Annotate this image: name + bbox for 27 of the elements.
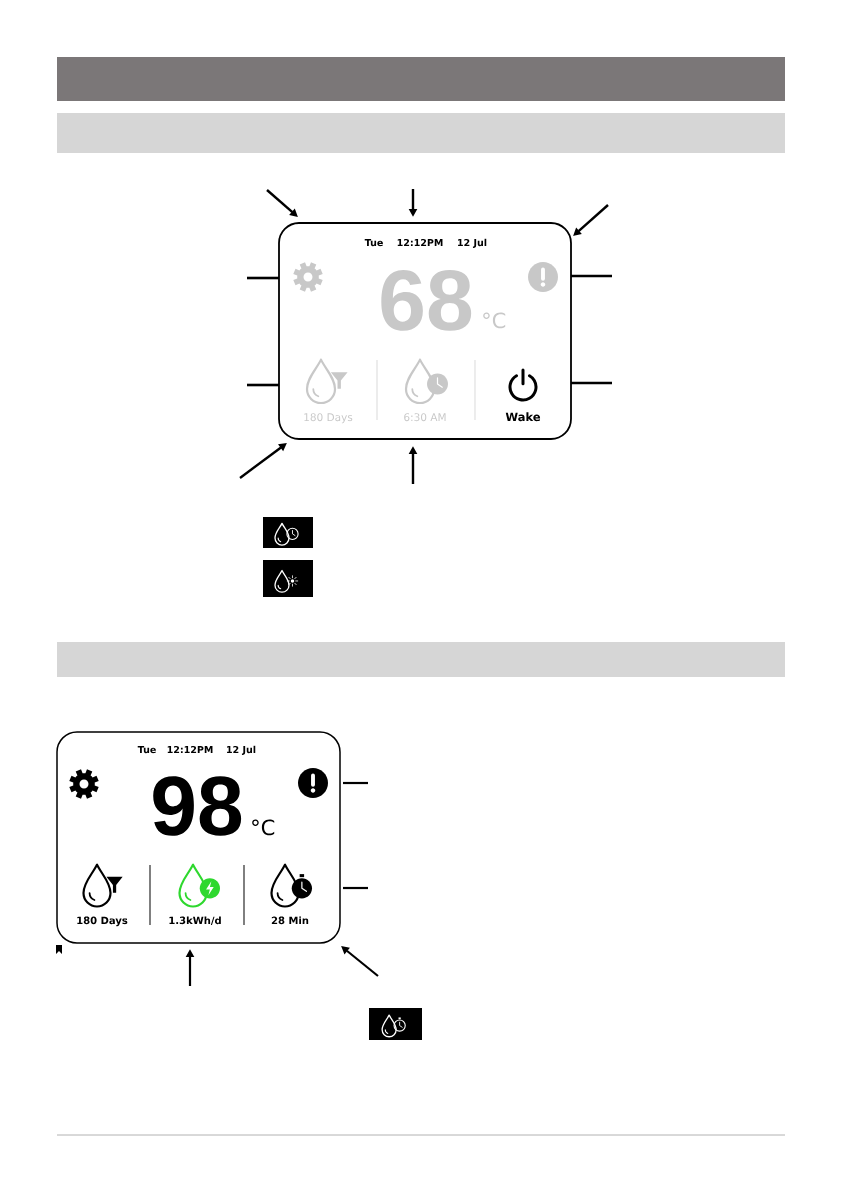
days-text: 180 Days <box>77 916 128 927</box>
date-text: 12 Jul <box>458 238 487 248</box>
leader-line <box>571 381 612 385</box>
display-screen <box>278 222 572 440</box>
unit-text: °C <box>252 819 275 836</box>
day-text: Tue <box>137 746 156 754</box>
time-text: 12:12PM <box>167 745 213 753</box>
temperature-value: 98 <box>153 776 242 836</box>
date-text: 12 Jul <box>227 745 256 755</box>
leader-line <box>571 274 612 278</box>
energy-text: 1.3kWh/d <box>169 916 221 925</box>
section-band <box>57 113 785 153</box>
section-band <box>57 642 785 677</box>
time-text: 12:12PM <box>397 238 443 246</box>
arrow <box>266 189 298 217</box>
arrow <box>341 946 379 977</box>
arrow <box>239 443 287 479</box>
day-text: Tue <box>364 239 383 247</box>
header-band <box>57 57 785 101</box>
arrow <box>573 204 609 236</box>
display-screen <box>56 731 341 944</box>
wake-text: Wake <box>505 412 541 422</box>
leader-line <box>247 383 279 387</box>
leader-line <box>343 886 368 890</box>
leader-line <box>343 781 368 785</box>
duration-text: 28 Min <box>271 916 309 925</box>
leader-line <box>247 276 279 280</box>
